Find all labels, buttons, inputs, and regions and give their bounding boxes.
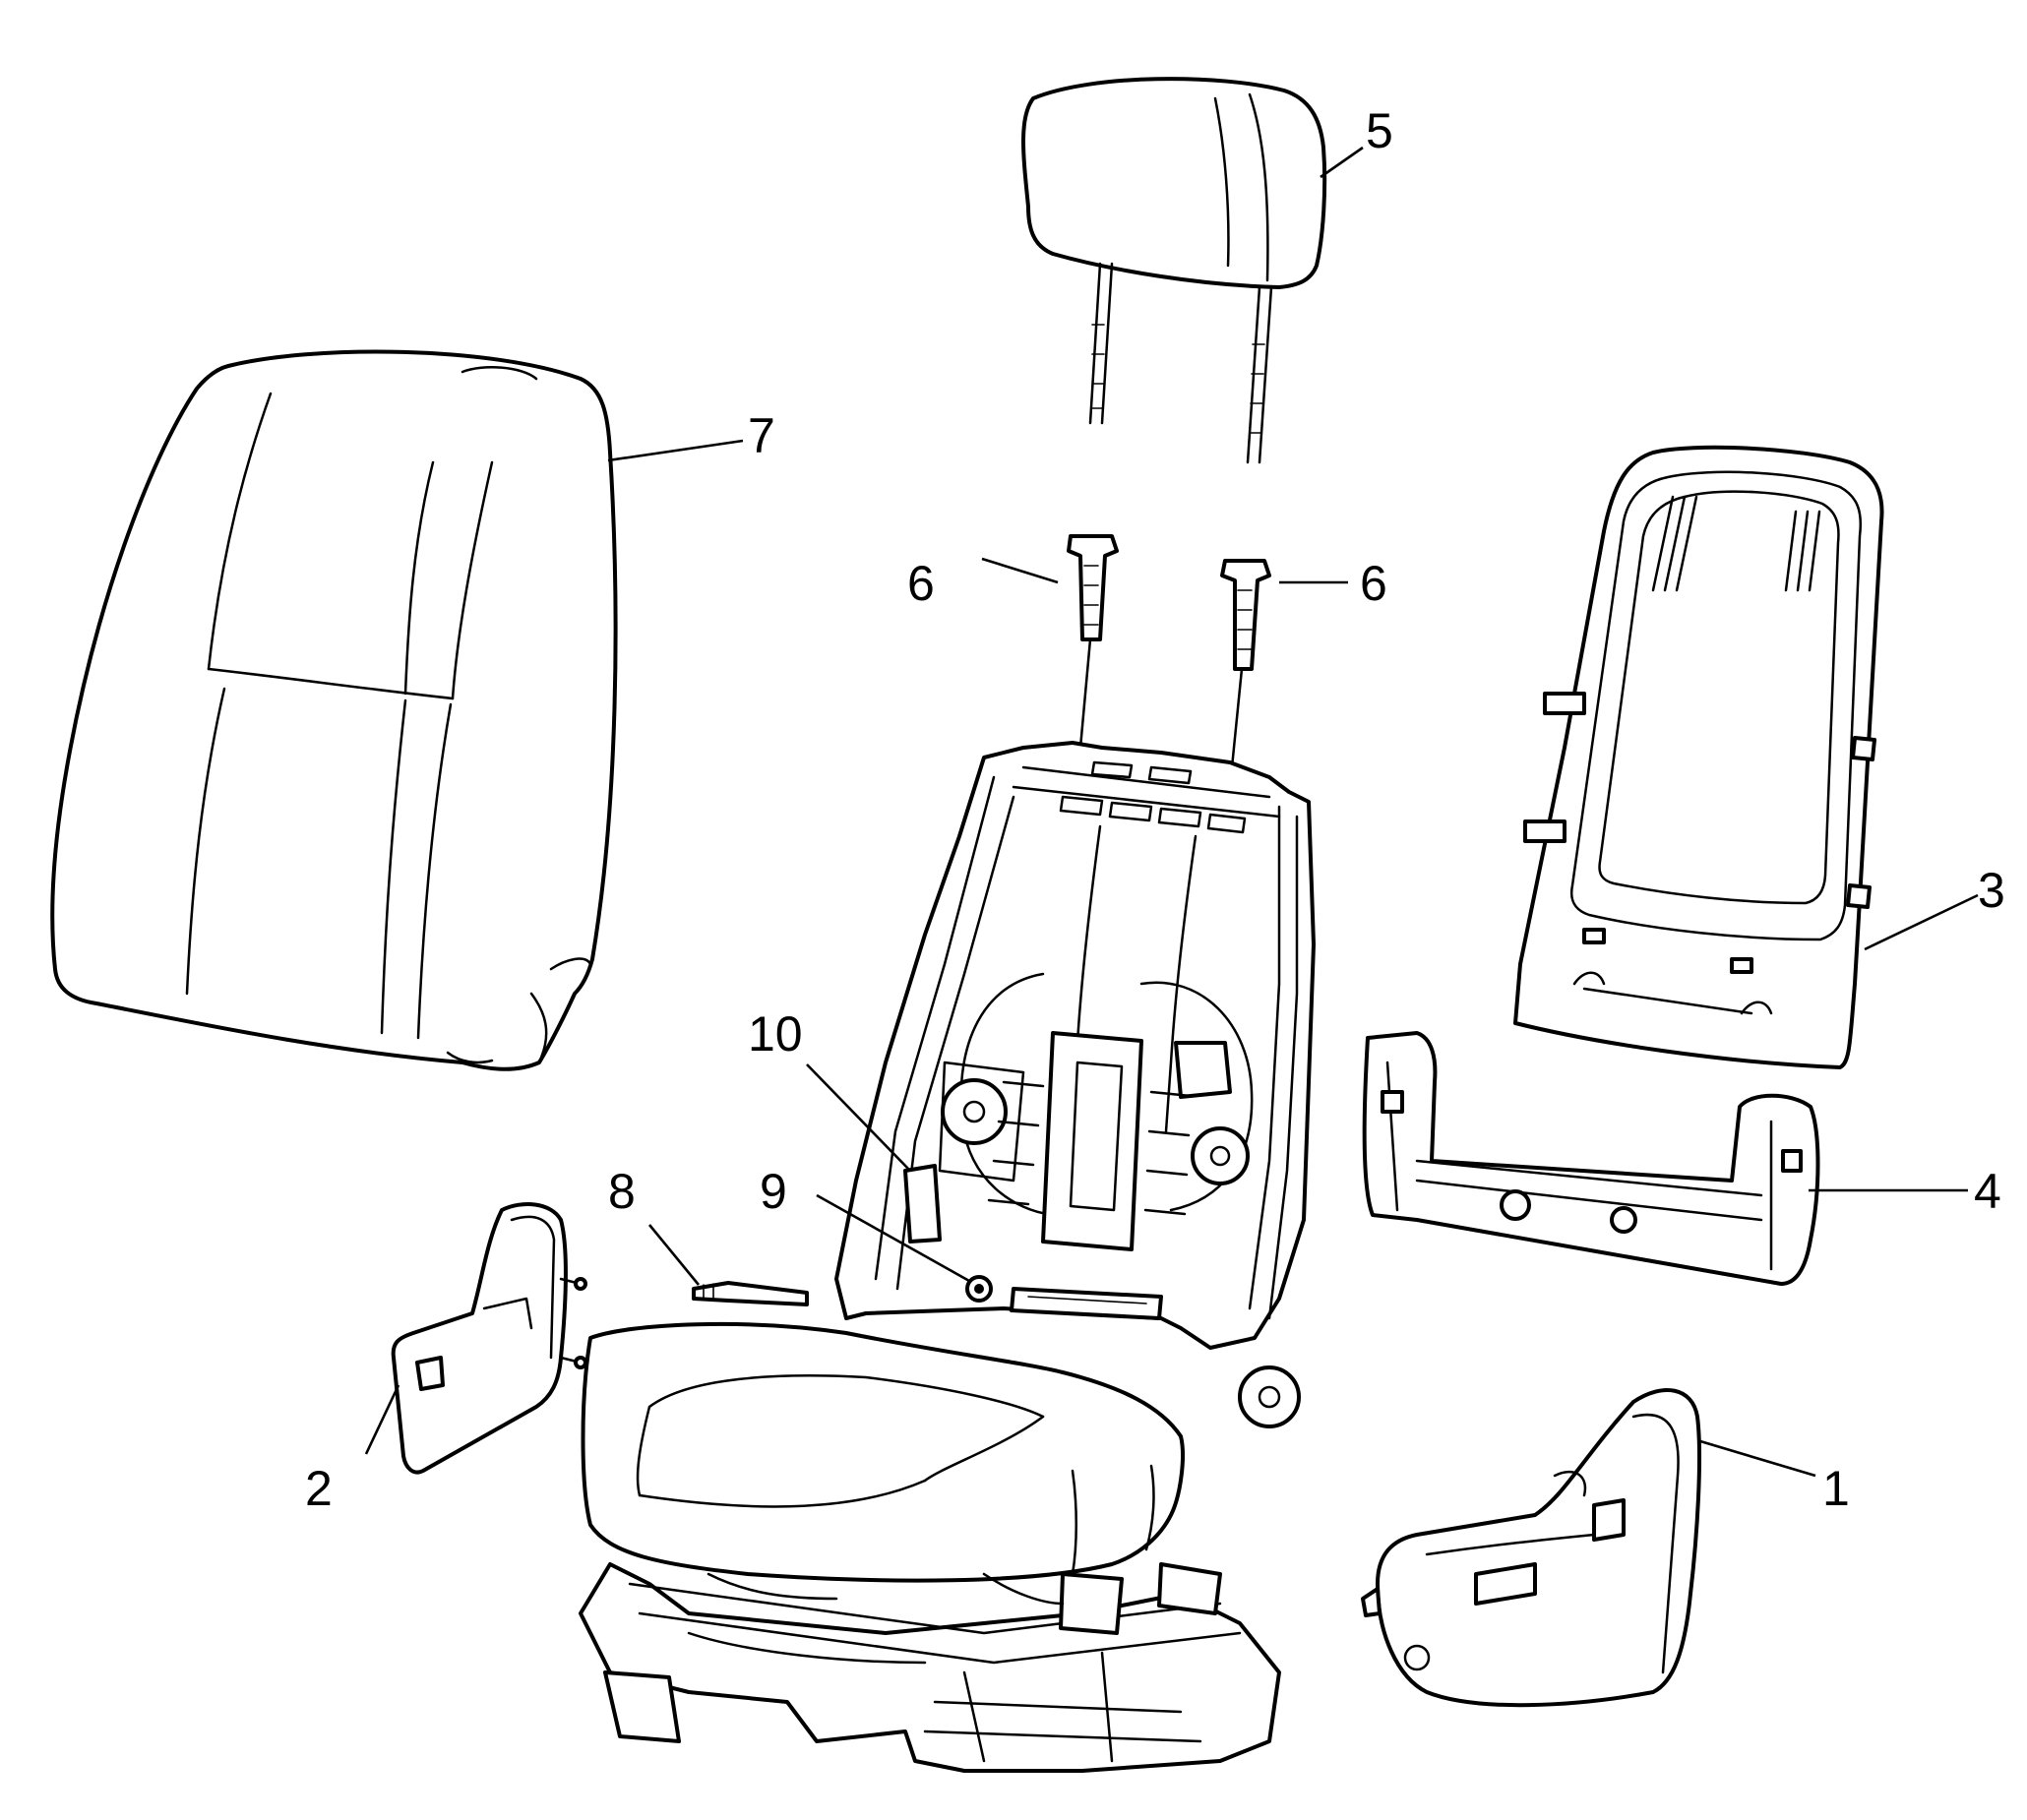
part-1-outer-side-shield (1361, 1388, 1702, 1708)
callout-10: 10 (748, 1006, 803, 1062)
part-3-seatback-panel (1513, 445, 1884, 1069)
callout-labels: 5 6 6 7 3 4 1 2 8 9 10 (305, 103, 2005, 1516)
seat-track-base (579, 1562, 1281, 1773)
callout-5: 5 (1366, 103, 1393, 158)
callout-7: 7 (748, 408, 775, 463)
callout-6-left: 6 (907, 556, 935, 611)
callout-8: 8 (608, 1164, 636, 1219)
seat-cushion (581, 1321, 1185, 1583)
part-8-pin (692, 1281, 809, 1306)
callout-3: 3 (1978, 863, 2005, 918)
callout-6-right: 6 (1360, 556, 1387, 611)
callout-9: 9 (760, 1164, 787, 1219)
part-6-headrest-guide-left (1067, 534, 1119, 750)
callout-4: 4 (1974, 1164, 2001, 1219)
part-6-headrest-guide-right (1220, 559, 1271, 769)
part-5-headrest (1021, 77, 1327, 464)
part-4-lower-panel (1362, 1031, 1820, 1286)
seatback-frame (834, 741, 1316, 1428)
callout-2: 2 (305, 1461, 333, 1516)
leader-lines (364, 146, 1979, 1478)
part-9-nut (965, 1275, 993, 1303)
part-10-bracket (903, 1164, 942, 1244)
part-2-inner-side-cover (391, 1202, 587, 1475)
part-7-seatback-cover (50, 349, 618, 1071)
callout-1: 1 (1822, 1461, 1850, 1516)
